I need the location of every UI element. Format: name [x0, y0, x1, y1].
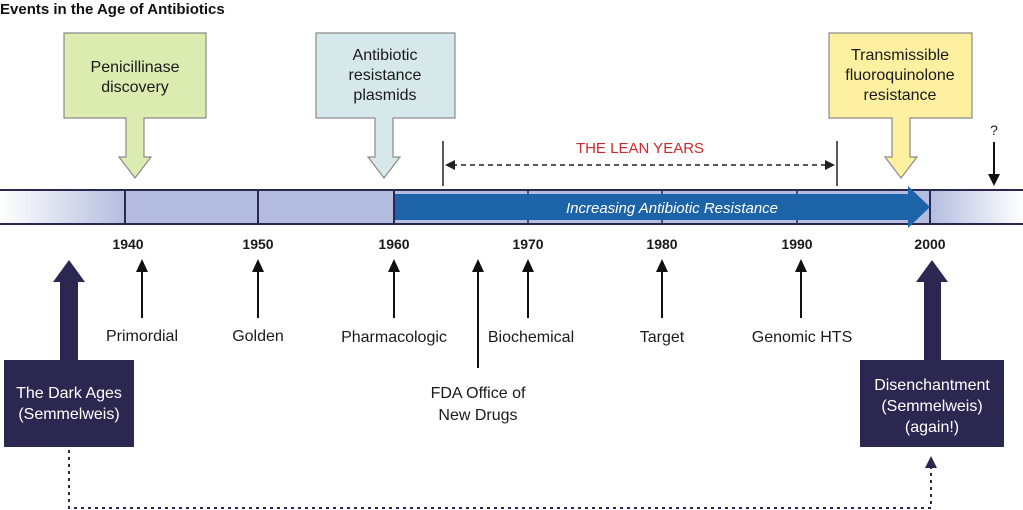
- disenchantment-callout: Disenchantment (Semmelweis) (again!): [860, 260, 1004, 447]
- event-label-line: resistance: [864, 87, 937, 104]
- resistance-arrow: Increasing Antibiotic Resistance: [395, 186, 930, 228]
- year-label: 2000: [914, 236, 945, 252]
- lean-years-bracket: THE LEAN YEARS: [442, 140, 838, 186]
- era-label-primordial: Primordial: [106, 328, 178, 345]
- event-label-line: discovery: [101, 79, 169, 96]
- event-label-line: Transmissible: [851, 47, 949, 64]
- disenchantment-line: (Semmelweis): [881, 398, 982, 415]
- disenchantment-line: Disenchantment: [874, 377, 990, 394]
- year-label: 1970: [512, 236, 543, 252]
- year-labels: 1940 1950 1960 1970 1980 1990 2000: [112, 236, 945, 252]
- dark-ages-callout: The Dark Ages (Semmelweis): [4, 260, 134, 447]
- event-penicillinase-callout: Penicillinase discovery: [63, 32, 207, 179]
- era-label-genomic: Genomic HTS: [752, 329, 852, 346]
- event-label-line: Antibiotic: [353, 47, 418, 64]
- era-arrows: [136, 259, 807, 368]
- era-label-target: Target: [640, 329, 685, 346]
- year-label: 1990: [781, 236, 812, 252]
- figure-title: Events in the Age of Antibiotics: [0, 1, 225, 18]
- event-label-line: resistance: [349, 67, 422, 84]
- disenchantment-line: (again!): [905, 419, 959, 436]
- lean-years-label: THE LEAN YEARS: [576, 140, 704, 157]
- era-label-pharmacologic: Pharmacologic: [341, 329, 447, 346]
- question-mark: ?: [990, 122, 998, 138]
- era-label-fda-line2: New Drugs: [438, 407, 517, 424]
- era-labels: Primordial Golden Pharmacologic Biochemi…: [106, 328, 852, 424]
- return-connector: [68, 450, 937, 509]
- event-plasmids-callout: Antibiotic resistance plasmids: [315, 32, 456, 179]
- event-label-line: fluoroquinolone: [845, 67, 955, 84]
- resistance-label: Increasing Antibiotic Resistance: [566, 200, 778, 217]
- event-label-line: Penicillinase: [91, 59, 180, 76]
- era-label-fda-line1: FDA Office of: [431, 385, 526, 402]
- year-label: 1980: [646, 236, 677, 252]
- event-label-line: plasmids: [353, 87, 416, 104]
- era-label-golden: Golden: [232, 328, 284, 345]
- event-fluoroquinolone-callout: Transmissible fluoroquinolone resistance: [828, 32, 973, 179]
- year-label: 1950: [242, 236, 273, 252]
- year-label: 1960: [378, 236, 409, 252]
- future-question-arrow: ?: [988, 122, 1000, 186]
- year-label: 1940: [112, 236, 143, 252]
- dark-ages-line: (Semmelweis): [18, 406, 119, 423]
- dark-ages-line: The Dark Ages: [16, 385, 122, 402]
- era-label-biochemical: Biochemical: [488, 329, 574, 346]
